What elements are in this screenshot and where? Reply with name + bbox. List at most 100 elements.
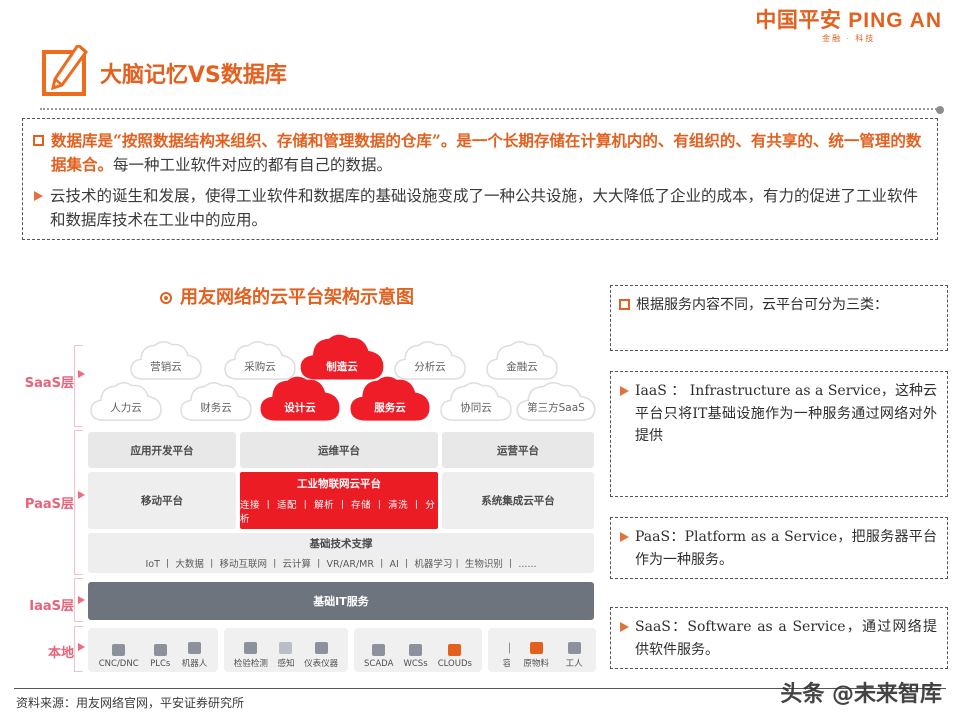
right-callout-0: 根据服务内容不同，云平台可分为三类：: [610, 285, 948, 351]
iaas-bar[interactable]: 基础IT服务: [88, 582, 594, 620]
callout-bullet-1: 数据库是“按照数据结构来组织、存储和管理数据的仓库”。是一个长期存储在计算机内的…: [33, 129, 925, 177]
cloud-label: 财务云: [200, 402, 232, 414]
diagram-title-text: 用友网络的云平台架构示意图: [180, 287, 414, 308]
material-icon: [529, 642, 543, 654]
layer-bracket-local: [74, 626, 83, 672]
layer-bracket-iaas: [74, 578, 83, 622]
worker-icon: [567, 642, 581, 654]
cloud-label: 协同云: [460, 402, 492, 414]
layer-label-paas: PaaS层: [24, 497, 74, 512]
paas-box-sysintegration[interactable]: 系统集成云平台: [442, 472, 594, 529]
paas-box-tech-support[interactable]: 基础技术支撑 IoT 丨 大数据 丨 移动互联网 丨 云计算 丨 VR/AR/M…: [88, 533, 594, 573]
divider-end-dot: [936, 106, 944, 114]
diagram-title: 用友网络的云平台架构示意图: [160, 283, 414, 309]
local-item-label: WCSs: [403, 659, 428, 669]
paas-box-operations[interactable]: 运营平台: [442, 432, 594, 468]
cloud-saas-r2-5[interactable]: 第三方SaaS: [514, 378, 598, 424]
local-item[interactable]: 机器人: [179, 632, 211, 669]
cloud-shape-icon: [260, 376, 340, 421]
paas-box-label: 移动平台: [141, 495, 183, 507]
cloud-saas-r1-4[interactable]: 金融云: [484, 337, 560, 383]
paas-box-mobile[interactable]: 移动平台: [88, 472, 236, 529]
local-item-label: PLCs: [150, 659, 171, 669]
callout-bullet-1-highlight: 数据库是“按照数据结构来组织、存储和管理数据的仓库”。是一个长期存储在计算机内的…: [51, 131, 922, 175]
paas-box-iiot[interactable]: 工业物联网云平台 连接 丨 适配 丨 解析 丨 存储 丨 清洗 丨 分析: [240, 472, 438, 529]
local-item[interactable]: SCADA: [361, 632, 396, 669]
paas-box-label: 系统集成云平台: [481, 495, 555, 507]
local-item-label: 感知: [277, 659, 295, 669]
footer-divider: [14, 688, 946, 689]
layer-bracket-paas: [74, 430, 83, 575]
local-group-4[interactable]: 原物料 工人: [510, 628, 596, 672]
local-item-label: CLOUDs: [437, 659, 472, 669]
source-note: 资料来源：用友网络官网，平安证券研究所: [16, 696, 245, 710]
cloud-saas-r1-3[interactable]: 分析云: [392, 337, 468, 383]
page-title: 大脑记忆VS数据库: [100, 63, 287, 88]
square-bullet-icon: [619, 299, 630, 310]
cloud-label: 营销云: [150, 361, 182, 373]
layer-arrow-saas: [78, 370, 85, 378]
local-group-2[interactable]: SCADA WCSs CLOUDs: [354, 628, 482, 672]
cloud-shape-icon: [440, 382, 512, 421]
cloud-shape-icon: [350, 376, 430, 421]
local-item-label: 仪表仪器: [304, 659, 339, 669]
triangle-bullet-icon: [620, 386, 629, 396]
right-callout-1-text: IaaS ： Infrastructure as a Service，这种云平台…: [635, 383, 937, 445]
local-group-1[interactable]: 检验检测 感知 仪表仪器: [224, 628, 348, 672]
local-item[interactable]: 检验检测: [231, 632, 271, 669]
right-callout-0-text: 根据服务内容不同，云平台可分为三类：: [636, 297, 888, 313]
right-callout-3: SaaS：Software as a Service，通过网络提供软件服务。: [610, 607, 948, 669]
page-title-row: 大脑记忆VS数据库: [42, 45, 287, 96]
cloud-shape-icon: [90, 382, 162, 421]
local-item-label: 检验检测: [233, 659, 268, 669]
right-callout-2: PaaS：Platform as a Service，把服务器平台作为一种服务。: [610, 517, 948, 579]
square-bullet-icon: [33, 135, 44, 146]
paas-box-app-dev[interactable]: 应用开发平台: [88, 432, 236, 468]
local-item[interactable]: 感知: [274, 632, 297, 669]
paas-support-label: 基础技术支撑: [309, 538, 373, 550]
local-group-0[interactable]: CNC/DNC PLCs 机器人: [88, 628, 218, 672]
cloud-saas-r1-1[interactable]: 采购云: [222, 337, 298, 383]
cloud-saas-r2-1[interactable]: 财务云: [178, 378, 254, 424]
right-callout-1: IaaS ： Infrastructure as a Service，这种云平台…: [610, 371, 948, 497]
local-item[interactable]: 原物料: [520, 632, 552, 669]
local-item-label: CNC/DNC: [98, 659, 139, 669]
target-ring-icon: [160, 292, 172, 304]
cloud-label: 分析云: [414, 361, 446, 373]
local-item[interactable]: 仪表仪器: [301, 632, 341, 669]
triangle-bullet-icon: [620, 532, 629, 542]
controller-icon: [153, 644, 167, 656]
cloud-label: 人力云: [110, 402, 142, 414]
brand-name-en: PING AN: [848, 9, 942, 32]
local-item[interactable]: CNC/DNC: [96, 632, 142, 669]
local-item[interactable]: WCSs: [400, 632, 430, 669]
wcs-icon: [409, 644, 423, 656]
callout-bullet-2-text: 云技术的诞生和发展，使得工业软件和数据库的基础设施变成了一种公共设施，大大降低了…: [50, 187, 919, 230]
cloud-shape-icon: [300, 334, 384, 380]
right-callout-2-text: PaaS：Platform as a Service，把服务器平台作为一种服务。: [635, 529, 937, 568]
paas-box-sublabel: 连接 丨 适配 丨 解析 丨 存储 丨 清洗 丨 分析: [240, 500, 436, 525]
callout-bullet-2: 云技术的诞生和发展，使得工业软件和数据库的基础设施变成了一种公共设施，大大降低了…: [33, 184, 925, 232]
watermark: 头条 @未来智库: [780, 682, 942, 707]
cloud-label: 金融云: [506, 361, 538, 373]
layer-arrow-local: [78, 643, 85, 651]
local-item-label: SCADA: [364, 659, 394, 669]
cloud-saas-r2-3[interactable]: 服务云: [348, 373, 432, 424]
local-item[interactable]: 工人: [563, 632, 586, 669]
paas-box-label: 运维平台: [318, 444, 360, 457]
paas-box-label: 应用开发平台: [130, 444, 194, 457]
callout-bullet-1-text: 数据库是“按照数据结构来组织、存储和管理数据的仓库”。是一个长期存储在计算机内的…: [51, 129, 925, 177]
local-item[interactable]: PLCs: [147, 632, 173, 669]
cloud-saas-r2-4[interactable]: 协同云: [438, 378, 514, 424]
brand-logo-text: 中国平安 PING AN: [755, 10, 942, 31]
triangle-bullet-icon: [620, 622, 629, 632]
robot-arm-icon: [188, 642, 202, 654]
cloud-saas-r2-0[interactable]: 人力云: [88, 378, 164, 424]
cloud-saas-r1-2[interactable]: 制造云: [298, 331, 386, 383]
cloud-saas-r1-0[interactable]: 营销云: [128, 337, 204, 383]
paas-box-ops[interactable]: 运维平台: [240, 432, 438, 468]
cloud-saas-r2-2[interactable]: 设计云: [258, 373, 342, 424]
cloud-shape-icon: [180, 382, 252, 421]
local-item[interactable]: CLOUDs: [435, 632, 475, 669]
brand-tagline: 金融 · 科技: [822, 34, 876, 43]
